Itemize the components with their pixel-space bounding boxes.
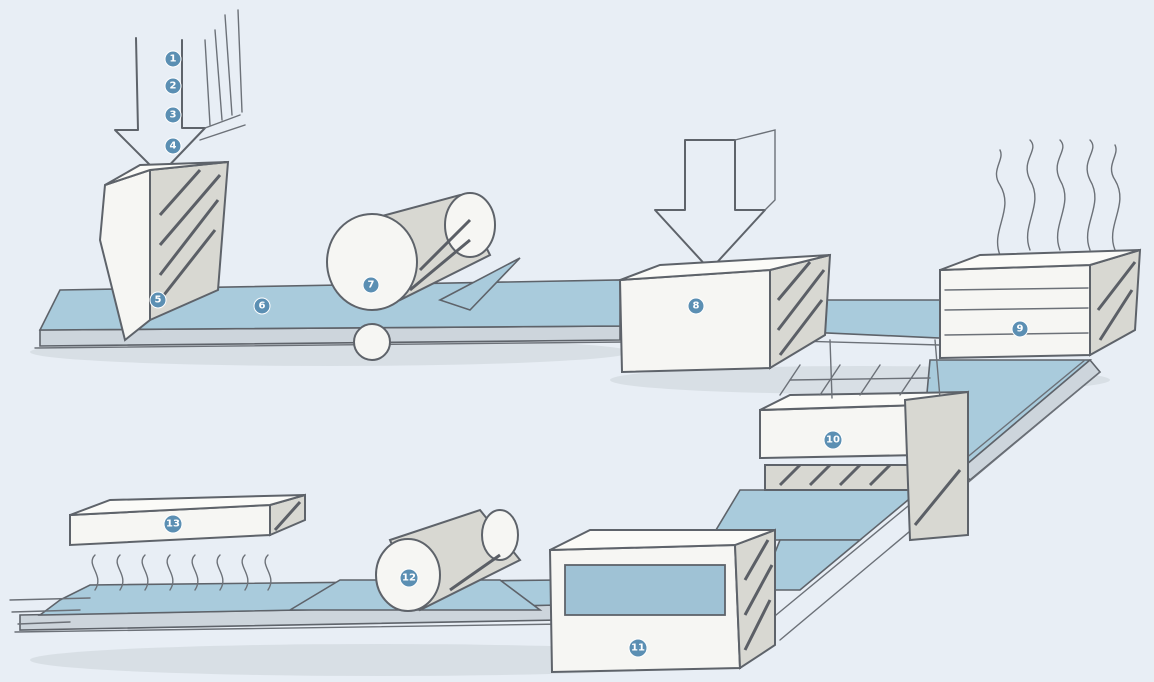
station-8-press <box>620 130 830 372</box>
step-badge-2: 2 <box>165 78 181 94</box>
step-label-12: 12 <box>402 573 416 584</box>
step-badge-6: 6 <box>254 298 270 314</box>
step-badge-11: 11 <box>629 639 647 657</box>
step-label-9: 9 <box>1017 324 1024 335</box>
step-label-6: 6 <box>259 301 266 312</box>
step-label-10: 10 <box>826 435 840 446</box>
step-badge-4: 4 <box>165 138 181 154</box>
step-label-13: 13 <box>166 519 180 530</box>
step-badge-9: 9 <box>1012 321 1028 337</box>
step-badge-8: 8 <box>688 298 704 314</box>
step-label-1: 1 <box>170 54 177 65</box>
station-13-heat-press <box>70 495 305 590</box>
station-9-heater <box>940 140 1140 358</box>
step-badge-7: 7 <box>363 277 379 293</box>
station-11-tunnel <box>550 530 775 672</box>
step-badge-13: 13 <box>164 515 182 533</box>
step-badge-5: 5 <box>150 292 166 308</box>
step-label-8: 8 <box>693 301 700 312</box>
step-badge-1: 1 <box>165 51 181 67</box>
step-label-4: 4 <box>170 141 177 152</box>
step-label-5: 5 <box>155 295 162 306</box>
station-12-roller <box>290 510 540 611</box>
step-badge-10: 10 <box>824 431 842 449</box>
step-label-2: 2 <box>170 81 177 92</box>
step-label-3: 3 <box>170 110 177 121</box>
step-badge-3: 3 <box>165 107 181 123</box>
step-label-11: 11 <box>631 643 645 654</box>
step-label-7: 7 <box>368 280 375 291</box>
step-badge-12: 12 <box>400 569 418 587</box>
